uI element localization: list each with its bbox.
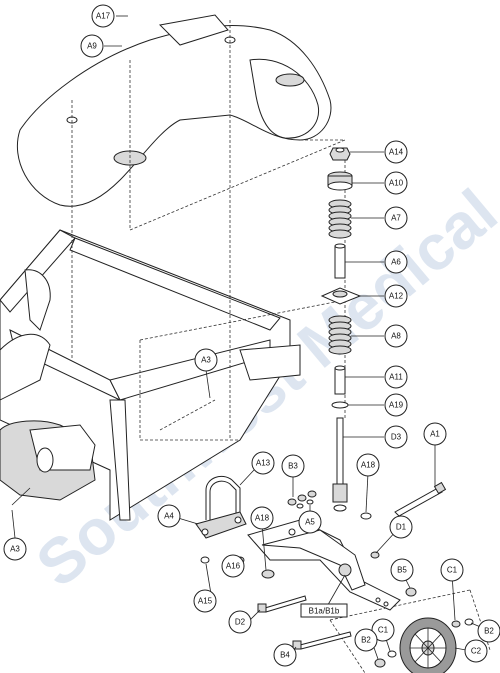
svg-text:A7: A7 xyxy=(391,214,401,223)
axle-bolt-a1 xyxy=(394,481,447,517)
svg-text:A5: A5 xyxy=(305,518,315,527)
callout-d1: D1 xyxy=(389,515,413,539)
seat-shroud xyxy=(16,14,332,207)
svg-text:B2: B2 xyxy=(361,636,371,645)
callout-a12: A12 xyxy=(384,284,408,308)
suspension-stack xyxy=(320,147,362,512)
bolt-d2 xyxy=(257,595,307,613)
svg-text:A14: A14 xyxy=(389,148,404,157)
callout-a18-right: A18 xyxy=(356,453,380,477)
lower-spring xyxy=(328,315,352,355)
callout-c1-lower: C1 xyxy=(371,618,395,642)
svg-text:A13: A13 xyxy=(256,459,271,468)
svg-text:A10: A10 xyxy=(389,179,404,188)
callout-a11: A11 xyxy=(384,365,408,389)
svg-text:A15: A15 xyxy=(198,597,213,606)
wheel-c2 xyxy=(399,617,457,673)
callout-a4: A4 xyxy=(157,504,181,528)
callout-b4: B4 xyxy=(273,643,297,667)
callout-b3: B3 xyxy=(281,454,305,478)
svg-text:A3: A3 xyxy=(201,356,211,365)
svg-text:A19: A19 xyxy=(389,401,404,410)
callout-a5: A5 xyxy=(298,510,322,534)
svg-text:A8: A8 xyxy=(391,332,401,341)
fasteners-b3-a5 xyxy=(287,490,317,509)
callout-c1-upper: C1 xyxy=(440,558,464,582)
svg-text:C1: C1 xyxy=(378,626,389,635)
callout-b2-right: B2 xyxy=(477,619,500,643)
svg-text:B2: B2 xyxy=(484,627,494,636)
svg-text:A9: A9 xyxy=(87,42,97,51)
callout-c2: C2 xyxy=(464,639,488,663)
svg-text:B5: B5 xyxy=(397,566,407,575)
svg-text:C1: C1 xyxy=(447,566,458,575)
svg-text:A3: A3 xyxy=(10,545,20,554)
svg-text:B3: B3 xyxy=(288,462,298,471)
callout-a9: A9 xyxy=(80,34,104,58)
svg-text:D1: D1 xyxy=(396,523,407,532)
swing-arm-b1 xyxy=(247,519,401,611)
callouts: A17 A9 A14 A10 A7 A6 A12 A8 A11 A19 D3 A… xyxy=(3,4,500,667)
svg-text:A18: A18 xyxy=(361,461,376,470)
callout-d2: D2 xyxy=(228,610,252,634)
callout-a1: A1 xyxy=(423,422,447,446)
callout-b5: B5 xyxy=(390,558,414,582)
svg-text:C2: C2 xyxy=(471,647,482,656)
upper-spring xyxy=(328,199,352,239)
svg-text:B1a/B1b: B1a/B1b xyxy=(309,607,340,616)
svg-text:A1: A1 xyxy=(430,430,440,439)
callout-a17: A17 xyxy=(91,4,115,28)
callout-a16: A16 xyxy=(221,554,245,578)
callout-a8: A8 xyxy=(384,324,408,348)
bolt-b4 xyxy=(292,631,352,650)
callout-a10: A10 xyxy=(384,171,408,195)
svg-text:A4: A4 xyxy=(164,512,174,521)
svg-text:A17: A17 xyxy=(96,12,111,21)
svg-text:B4: B4 xyxy=(280,651,290,660)
callout-a7: A7 xyxy=(384,206,408,230)
clamp-a4 xyxy=(195,511,247,539)
svg-text:A11: A11 xyxy=(389,373,403,382)
callout-a14: A14 xyxy=(384,140,408,164)
callout-a3-lower: A3 xyxy=(3,537,27,561)
callout-a13: A13 xyxy=(251,451,275,475)
callout-a18-left: A18 xyxy=(250,506,274,530)
svg-text:A16: A16 xyxy=(226,562,241,571)
callout-a15: A15 xyxy=(193,589,217,613)
callout-d3: D3 xyxy=(384,425,408,449)
callout-a3-upper: A3 xyxy=(194,348,218,372)
svg-text:D3: D3 xyxy=(391,433,402,442)
svg-text:D2: D2 xyxy=(235,618,246,627)
assembly-label-b1: B1a/B1b xyxy=(300,603,348,618)
callout-a6: A6 xyxy=(384,250,408,274)
callout-a19: A19 xyxy=(384,393,408,417)
svg-text:A6: A6 xyxy=(391,258,401,267)
svg-text:A12: A12 xyxy=(389,292,404,301)
svg-text:A18: A18 xyxy=(255,514,270,523)
motor-transaxle xyxy=(0,420,96,506)
callout-b2-left: B2 xyxy=(354,628,378,652)
u-bolt-a13 xyxy=(205,475,241,520)
